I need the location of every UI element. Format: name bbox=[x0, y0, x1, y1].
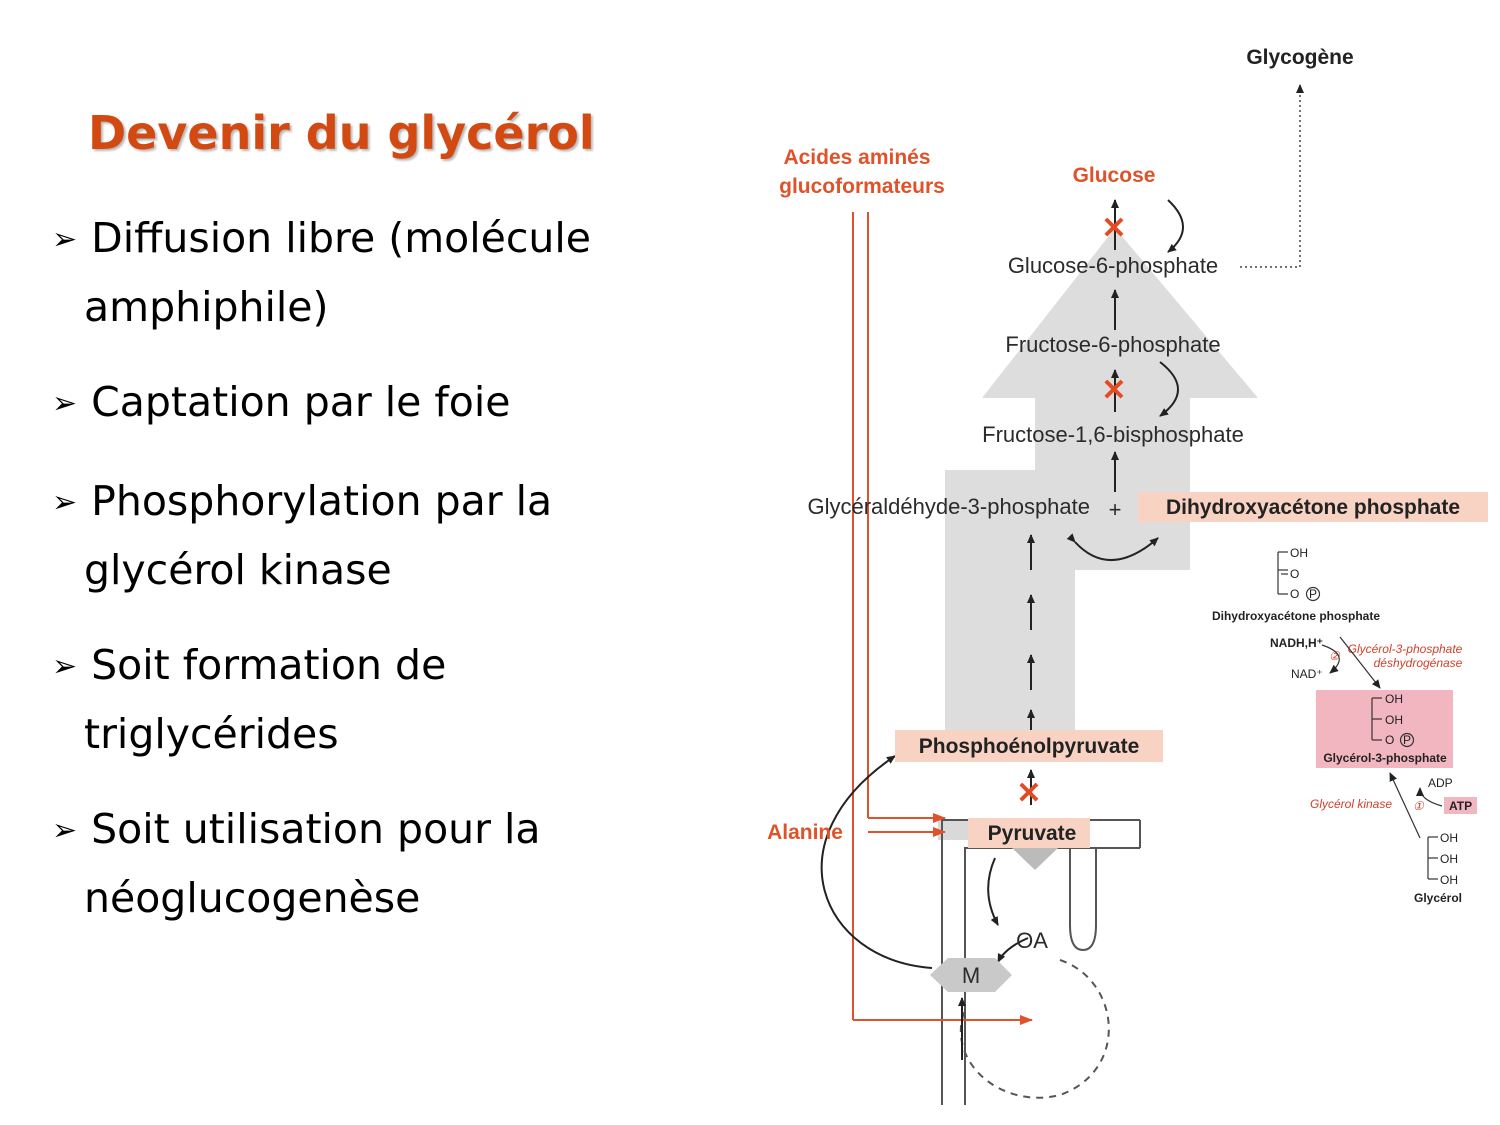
blocked-step-icon: ✕ bbox=[1016, 777, 1041, 810]
nad-label: NAD⁺ bbox=[1291, 667, 1323, 681]
g3p-highlight bbox=[1316, 690, 1453, 768]
amino-acid-routes bbox=[852, 212, 1033, 1025]
oh-group: OH bbox=[1385, 692, 1403, 706]
amino-acids-label-line1: Acides aminés bbox=[783, 146, 930, 169]
oh-group: OH bbox=[1440, 852, 1458, 866]
glucose-label: Glucose bbox=[1073, 164, 1156, 187]
dehydrogenase-arrows bbox=[1321, 636, 1381, 689]
blocked-step-icon: ✕ bbox=[1101, 212, 1126, 245]
pyruvate-down-arrow bbox=[1012, 848, 1058, 870]
arrow-bullet-icon: ➢ bbox=[52, 485, 78, 520]
oh-group: OH bbox=[1440, 873, 1458, 887]
oh-group: OH bbox=[1385, 713, 1403, 727]
kinase-arrows bbox=[1389, 772, 1443, 839]
atp-highlight bbox=[1444, 797, 1477, 814]
fructose-bisphosphate-label: Fructose-1,6-bisphosphate bbox=[982, 422, 1244, 447]
atp-label: ATP bbox=[1449, 799, 1472, 813]
phosphate-icon: P bbox=[1309, 587, 1317, 601]
arrow-bullet-icon: ➢ bbox=[52, 386, 78, 421]
inset-g3p-label: Glycérol-3-phosphate bbox=[1323, 751, 1447, 765]
glycerol-inset: OH O O P Dihydroxyacétone phosphate NADH… bbox=[1212, 546, 1477, 905]
pyruvate-label: Pyruvate bbox=[988, 822, 1077, 845]
dhap-structure bbox=[1277, 551, 1321, 602]
alanine-label: Alanine bbox=[767, 821, 843, 844]
bullet-text-continued: glycérol kinase bbox=[84, 546, 392, 594]
bullet-text-continued: amphiphile) bbox=[84, 283, 329, 331]
bullet-text: Soit formation de bbox=[91, 641, 447, 689]
phosphate-ester: O bbox=[1385, 733, 1394, 747]
step-2-icon: ② bbox=[1329, 649, 1341, 663]
g3p-structure bbox=[1371, 697, 1415, 748]
enzyme-2-name-line2: déshydrogénase bbox=[1374, 656, 1463, 670]
pathway-arrows bbox=[820, 199, 1184, 1060]
plus-sign: + bbox=[1109, 497, 1122, 522]
dhap-highlight bbox=[1138, 492, 1488, 522]
phosphate-icon: P bbox=[1403, 733, 1411, 747]
inset-dhap-label: Dihydroxyacétone phosphate bbox=[1212, 609, 1380, 623]
glycogen-branch bbox=[1240, 84, 1304, 268]
enzyme-1-name: Glycérol kinase bbox=[1310, 797, 1392, 811]
amino-acids-label-line2: glucoformateurs bbox=[779, 175, 945, 198]
oh-group: OH bbox=[1440, 831, 1458, 845]
inset-glycerol-label: Glycérol bbox=[1414, 891, 1462, 905]
bullet-item: ➢ Soit utilisation pour la néoglucogenèse bbox=[52, 797, 712, 931]
step-1-icon: ① bbox=[1413, 799, 1425, 813]
phosphate-ester: O bbox=[1290, 587, 1299, 601]
pyruvate-highlight bbox=[968, 818, 1090, 848]
glucose-6-phosphate-label: Glucose-6-phosphate bbox=[1008, 253, 1218, 278]
arrow-bullet-icon: ➢ bbox=[52, 813, 78, 848]
bullet-text: Captation par le foie bbox=[91, 378, 511, 426]
malate-double-arrow bbox=[930, 958, 1012, 992]
glyceraldehyde-3-phosphate-label: Glycéraldéhyde-3-phosphate bbox=[807, 494, 1090, 519]
carbonyl-group: O bbox=[1290, 567, 1299, 581]
oxaloacetate-label: OA bbox=[1016, 928, 1048, 953]
bullet-item: ➢ Captation par le foie bbox=[52, 370, 712, 439]
bullet-item: ➢ Soit formation de triglycérides bbox=[52, 633, 712, 767]
bullet-text-continued: néoglucogenèse bbox=[84, 874, 421, 922]
bullet-text: Diffusion libre (molécule bbox=[91, 214, 591, 262]
fructose-6-phosphate-label: Fructose-6-phosphate bbox=[1005, 332, 1220, 357]
blocked-step-icon: ✕ bbox=[1101, 374, 1126, 407]
bullet-text: Phosphorylation par la bbox=[91, 477, 553, 525]
bullet-item: ➢ Diffusion libre (molécule amphiphile) bbox=[52, 206, 712, 340]
malate-label: M bbox=[962, 963, 980, 988]
dhap-label: Dihydroxyacétone phosphate bbox=[1166, 496, 1460, 519]
phosphoenolpyruvate-label: Phosphoénolpyruvate bbox=[919, 735, 1140, 758]
nadh-label: NADH,H⁺ bbox=[1270, 636, 1323, 650]
bullet-item: ➢ Phosphorylation par la glycérol kinase bbox=[52, 469, 712, 603]
glycogen-label: Glycogène bbox=[1246, 46, 1353, 69]
oh-group: OH bbox=[1290, 546, 1308, 560]
bullet-list: ➢ Diffusion libre (molécule amphiphile) ➢… bbox=[52, 206, 712, 961]
arrow-bullet-icon: ➢ bbox=[52, 222, 78, 257]
arrow-bullet-icon: ➢ bbox=[52, 649, 78, 684]
glycerol-structure bbox=[1427, 836, 1438, 880]
bullet-text-continued: triglycérides bbox=[84, 710, 339, 758]
enzyme-2-name-line1: Glycérol-3-phosphate bbox=[1348, 642, 1463, 656]
adp-label: ADP bbox=[1428, 776, 1453, 790]
bullet-text: Soit utilisation pour la bbox=[91, 805, 541, 853]
pep-highlight bbox=[895, 730, 1163, 762]
pathway-background-arrow bbox=[945, 228, 1258, 760]
slide-title: Devenir du glycérol bbox=[88, 106, 595, 160]
